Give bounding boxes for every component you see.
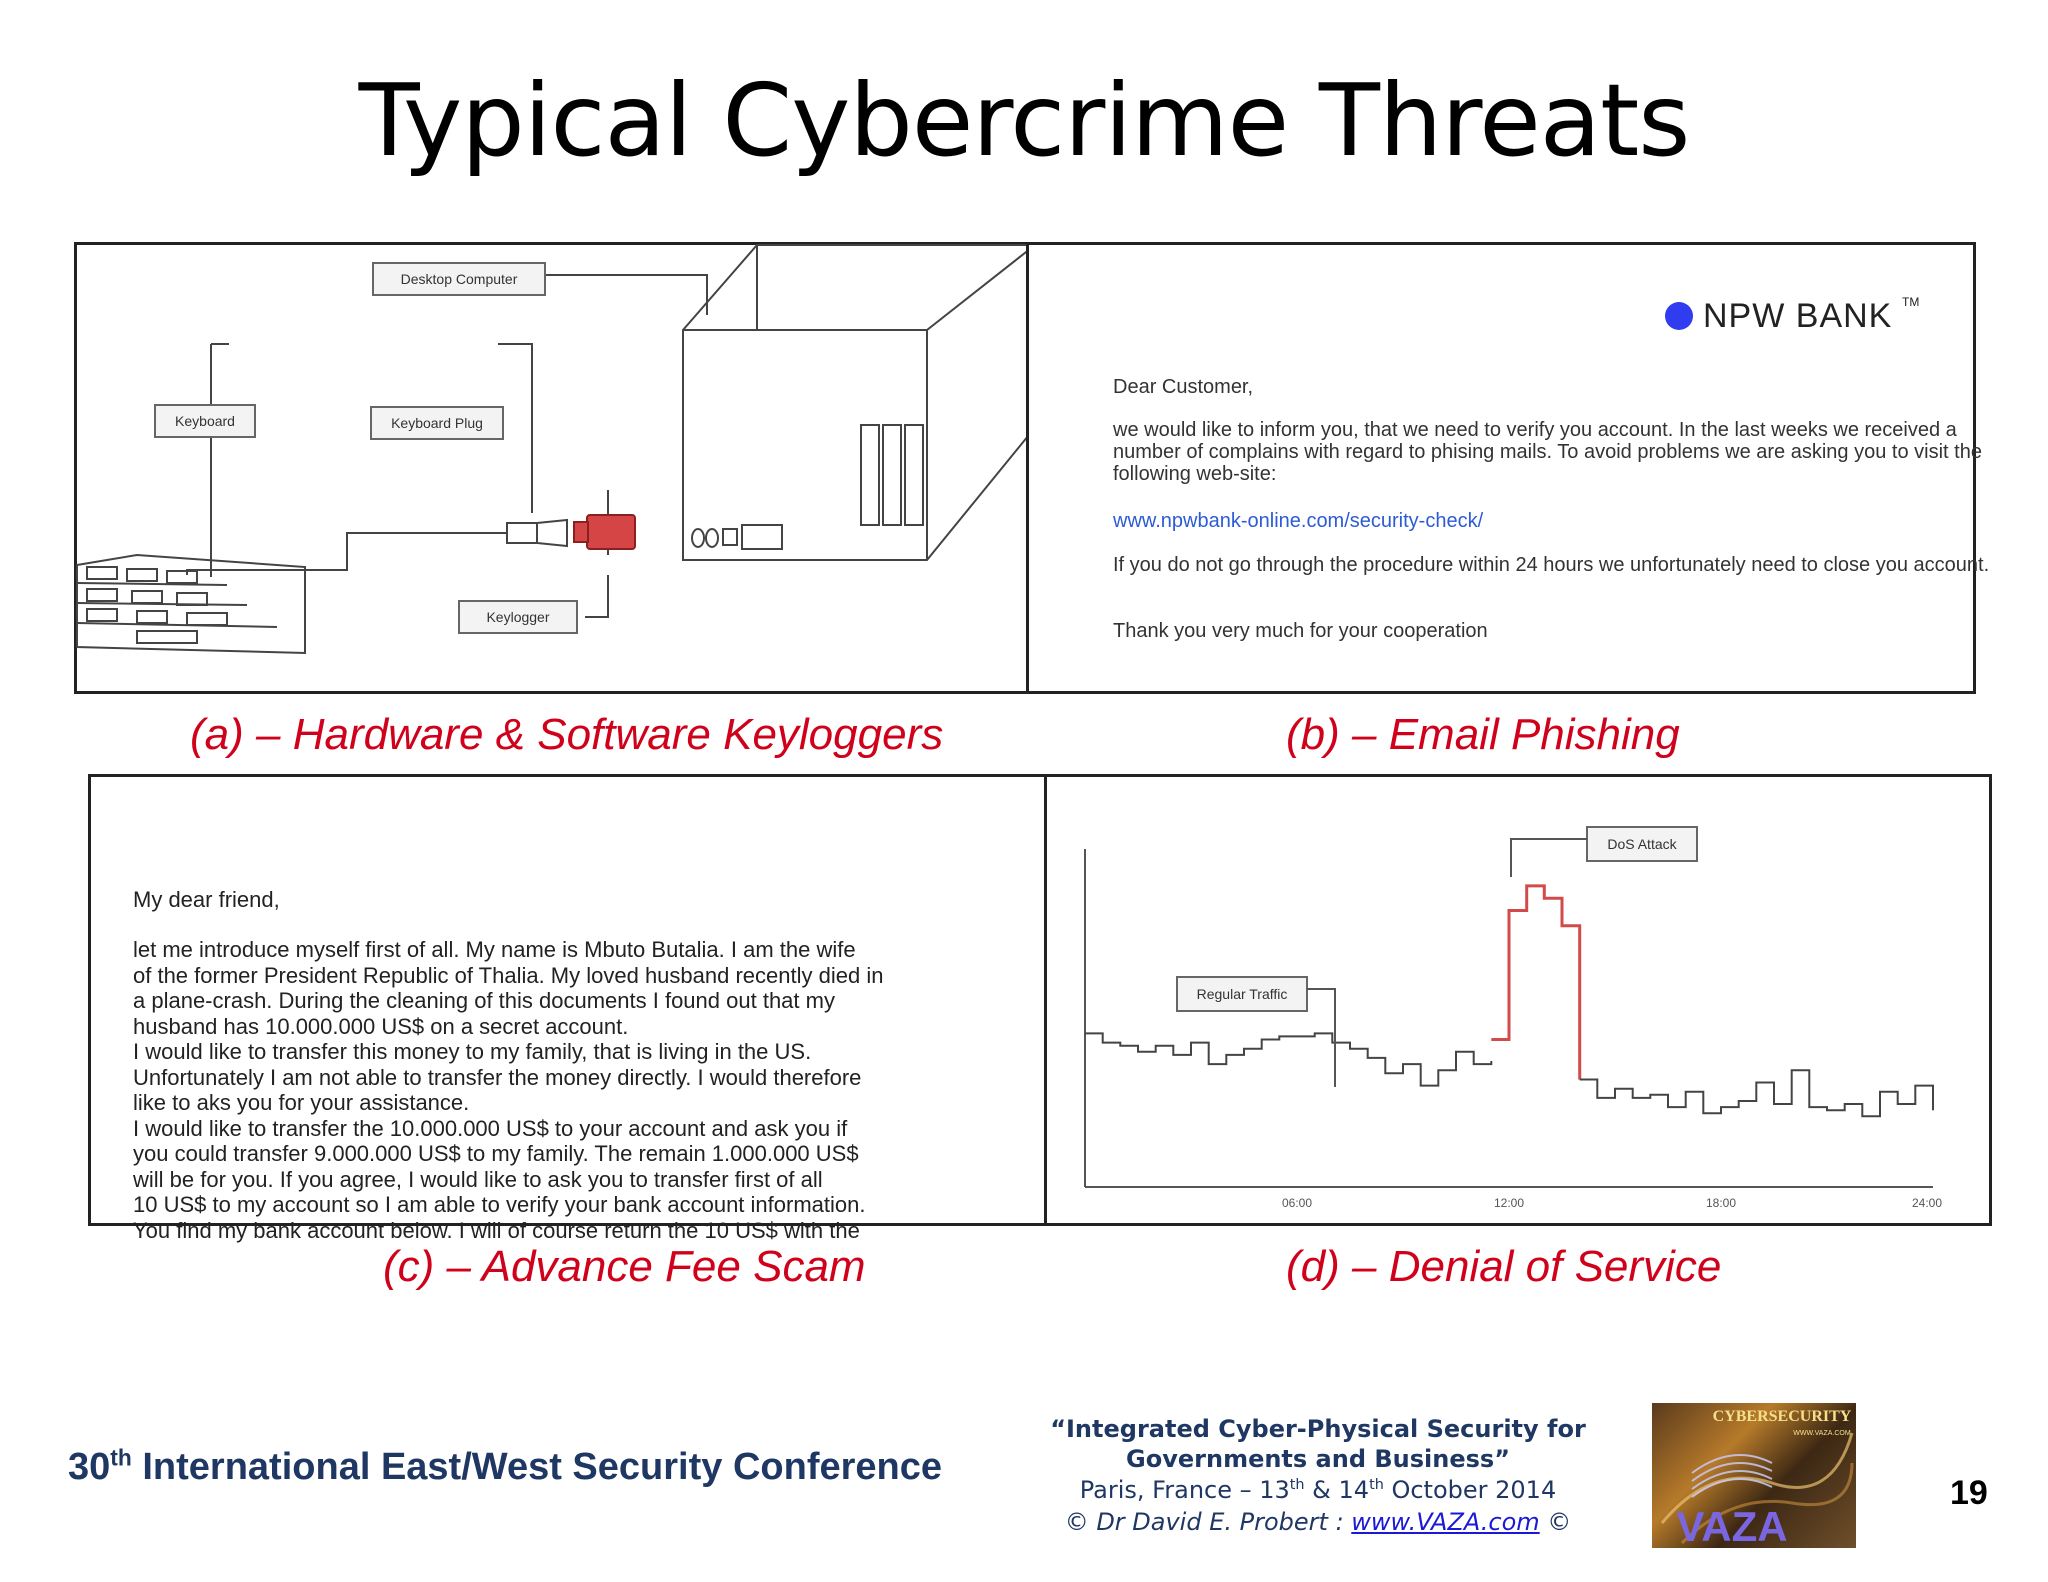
email-closing: Thank you very much for your cooperation (1113, 620, 1488, 642)
regular-traffic-label: Regular Traffic (1197, 986, 1288, 1002)
dos-panel: 06:00 12:00 18:00 24:00 DoS Attack Regular … (1044, 774, 1992, 1226)
keylogger-panel: Desktop Computer Keyboard Keyboard Plug … (74, 242, 1038, 694)
scam-greeting: My dear friend, (133, 887, 280, 912)
email-greeting: Dear Customer, (1113, 376, 1254, 398)
scam-panel: My dear friend, let me introduce myself … (88, 774, 1048, 1243)
caption-phishing: (b) – Email Phishing (1286, 710, 1680, 759)
x-tick-label: 18:00 (1706, 1196, 1736, 1210)
phishing-panel: NPW BANK TM Dear Customer, we would like… (1026, 242, 1989, 694)
keyboard-plug-label: Keyboard Plug (391, 415, 483, 431)
logo-bottom-text: VAZA (1676, 1503, 1787, 1550)
page-number: 19 (1950, 1474, 1988, 1512)
logo-top-text: CYBERSECURITY (1713, 1408, 1852, 1425)
vaza-cybersecurity-logo: CYBERSECURITY WWW.VAZA.COM VAZA (1652, 1403, 1856, 1550)
bank-name: NPW BANK (1703, 297, 1893, 335)
caption-dos: (d) – Denial of Service (1286, 1242, 1722, 1291)
dos-series-line-0 (1085, 1032, 1493, 1087)
event-title-line-2: Governments and Business” (1126, 1445, 1510, 1473)
event-title-line-1: “Integrated Cyber-Physical Security for (1050, 1415, 1586, 1443)
keylogger-label: Keylogger (486, 609, 550, 625)
keylogger-diagram (76, 244, 1038, 655)
conference-name: 30th International East/West Security Co… (68, 1444, 943, 1488)
caption-keyloggers: (a) – Hardware & Software Keyloggers (190, 710, 944, 759)
dos-attack-label: DoS Attack (1607, 836, 1677, 852)
x-tick-label: 24:00 (1912, 1196, 1942, 1210)
email-paragraph-2: If you do not go through the procedure w… (1113, 554, 1990, 576)
slide-title: Typical Cybercrime Threats (358, 62, 1691, 179)
keyboard-label: Keyboard (175, 413, 235, 429)
desktop-computer-label: Desktop Computer (400, 271, 518, 287)
bank-trademark: TM (1902, 295, 1920, 309)
vaza-link[interactable]: www.VAZA.com (1351, 1508, 1540, 1536)
logo-url-text: WWW.VAZA.COM (1793, 1430, 1851, 1437)
event-location-date: Paris, France – 13th & 14th October 2014 (1079, 1476, 1557, 1504)
scam-body: let me introduce myself first of all. My… (133, 937, 884, 1243)
x-tick-label: 06:00 (1282, 1196, 1312, 1210)
x-tick-label: 12:00 (1494, 1196, 1524, 1210)
dos-series-line-2 (1579, 1069, 1934, 1118)
bank-logo-dot-icon (1665, 302, 1693, 330)
author-credit: © Dr David E. Probert : www.VAZA.com © (1064, 1508, 1572, 1536)
dos-chart: 06:00 12:00 18:00 24:00 DoS Attack Regular … (1084, 826, 1942, 1210)
phishing-link[interactable]: www.npwbank-online.com/security-check/ (1113, 510, 1484, 532)
caption-scam: (c) – Advance Fee Scam (383, 1242, 866, 1291)
email-paragraph-1: we would like to inform you, that we nee… (1113, 419, 1982, 485)
dos-series-line-1 (1491, 884, 1582, 1080)
